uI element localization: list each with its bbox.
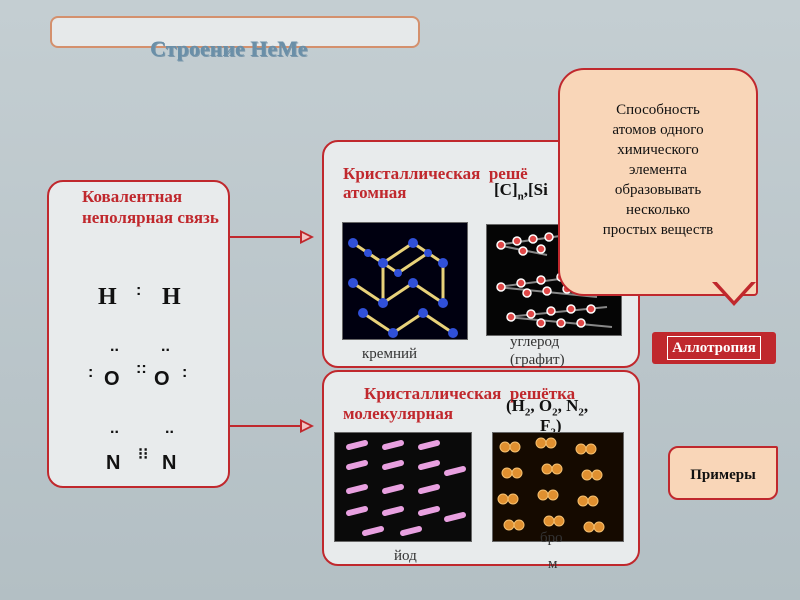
arrow-to-molecular-head [300,419,314,433]
n-triple-bond-dots: ⁝⁝ [138,446,149,463]
callout-line: элемента [629,162,687,178]
arrow-to-molecular-line [230,425,306,427]
n-atom-right: N [162,452,177,474]
o-lone-pair-left: : [88,364,94,381]
h-bond-dots: : [136,282,142,299]
formula-carbon: [C] [494,180,518,199]
caption-bromine-part1: бро [540,530,563,546]
o-double-bond-dots: :: [136,360,147,377]
callout-line: образовывать [614,182,702,198]
n-atom-left: N [106,452,121,474]
formula-comma: , [583,396,589,415]
molecular-title-line2: молекулярная [343,404,454,423]
bond-title: Ковалентная неполярная связь [82,187,219,227]
callout-line: несколько [626,202,690,218]
formula-subscript-n: n [517,190,524,203]
o-atom-left: O [104,368,120,390]
formula-f: F [540,416,551,435]
callout-tail [712,280,756,306]
allotropy-button[interactable]: Аллотропия [652,332,776,364]
molecular-title-line1: Кристаллическая решётка [364,384,576,403]
n-lone-pair-right: .. [165,420,174,437]
o-lone-pair-right: : [182,364,188,381]
arrow-to-atomic-head [300,230,314,244]
allotropy-label: Аллотропия [667,336,761,360]
formula-sub-n: 2 [578,406,584,419]
formula-h: (H [506,396,525,415]
callout-line: атомов одного [612,122,704,138]
examples-button[interactable]: Примеры [668,446,778,500]
callout-line: простых веществ [602,222,714,238]
caption-iodine: йод [394,548,417,564]
iodine-lattice-image [334,432,472,542]
silicon-lattice-graphic [343,223,467,339]
h-atom-left: H [98,284,117,310]
arrow-to-atomic-line [230,236,306,238]
formula-sub-h: 2 [524,406,531,419]
title-frame [50,16,420,48]
formula-close: ) [555,416,562,435]
o-atom-right: O [154,368,170,390]
covalent-bond-panel [47,180,230,488]
silicon-lattice-image [342,222,468,340]
allotropy-definition-text: Способность атомов одного химического эл… [568,100,748,240]
allotropy-definition-callout [558,68,758,296]
bromine-lattice-image [492,432,624,542]
n-lone-pair-left: .. [110,420,119,437]
o-lone-pair-top-right: .. [161,338,170,355]
caption-carbon: углерод [510,334,560,350]
bromine-lattice-graphic [493,433,623,541]
formula-o: , O [530,396,553,415]
atomic-title-line1: Кристаллическая решё [343,164,528,183]
formula-n: , N [557,396,579,415]
molecular-formula: (H2, O2, N2, [506,396,588,418]
caption-graphite: (графит) [510,352,565,368]
o-lone-pair-top-left: .. [110,338,119,355]
formula-silicon: ,[Si [523,180,548,199]
iodine-lattice-graphic [335,433,471,541]
callout-line: Способность [616,102,700,118]
caption-silicon: кремний [362,346,418,362]
atomic-formula: [C]n,[Si [494,180,548,202]
formula-sub-o: 2 [552,406,558,419]
atomic-title-line2: атомная [343,183,407,202]
page-title: Строение НеМе [150,36,308,61]
caption-bromine-part2: м [548,556,558,572]
callout-line: химического [617,142,699,158]
h-atom-right: H [162,284,181,310]
